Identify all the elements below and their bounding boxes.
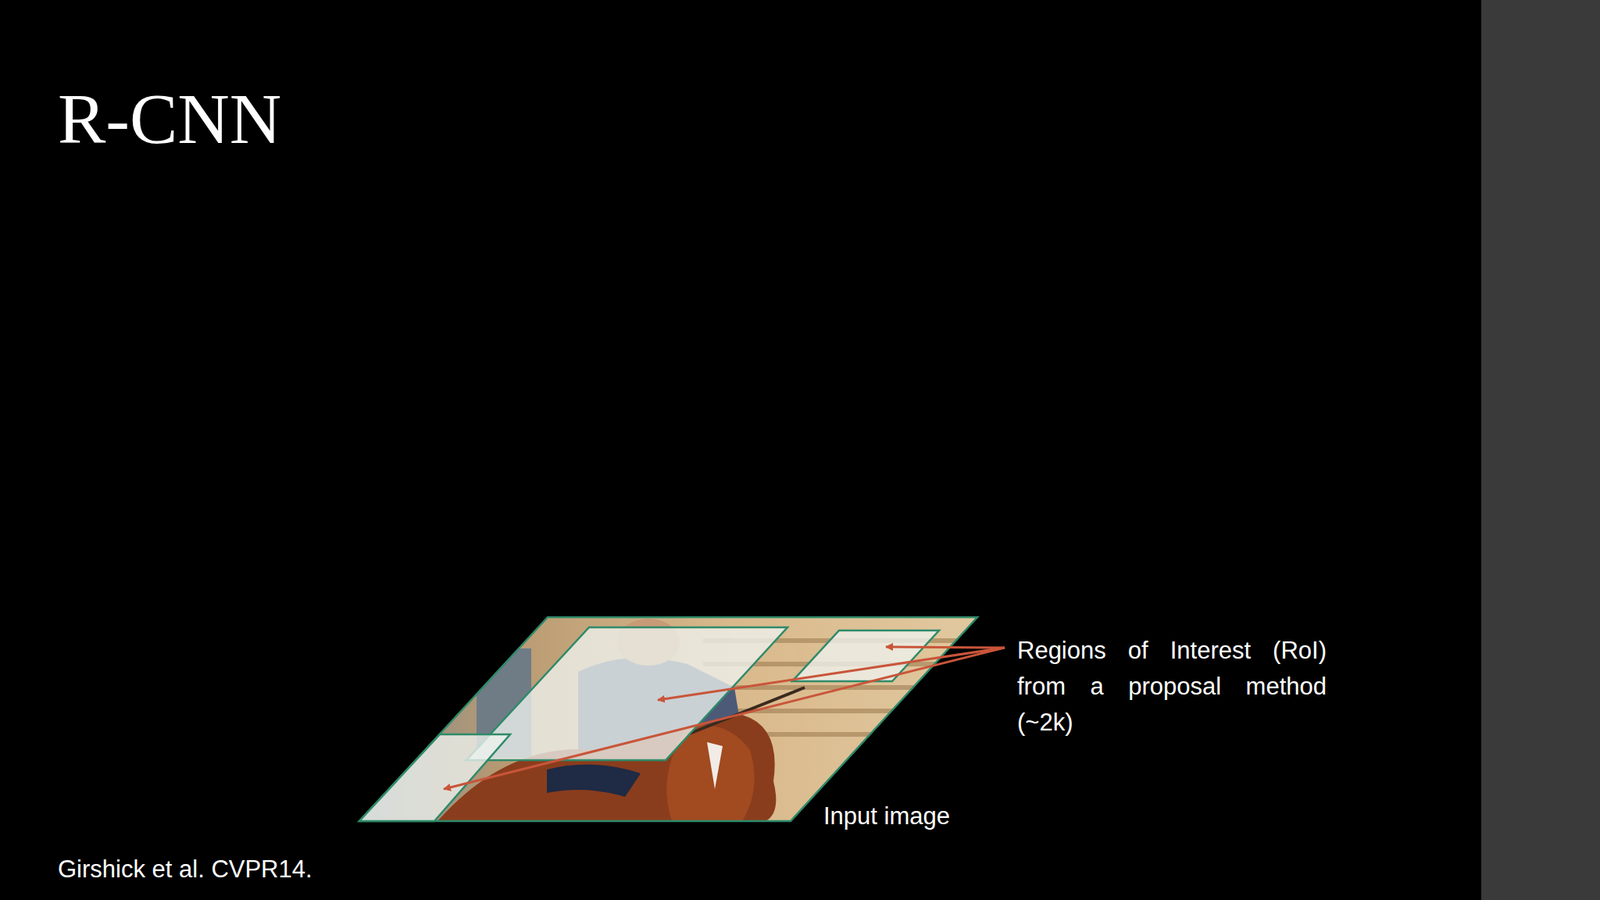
roi-box (466, 627, 788, 761)
side-bar (1481, 0, 1600, 900)
slide-title: R-CNN (57, 79, 282, 159)
input-image-border (359, 617, 978, 822)
roi-box (792, 630, 940, 682)
leader-arrow (885, 646, 1005, 648)
leader-arrows (443, 646, 1005, 790)
citation: Girshick et al. CVPR14. (57, 854, 313, 884)
image-label: Input image (823, 798, 950, 835)
input-photo (343, 609, 993, 829)
callout-text: Regions of Interest (RoI) from a proposa… (1017, 632, 1327, 741)
leader-arrow (443, 647, 1005, 790)
